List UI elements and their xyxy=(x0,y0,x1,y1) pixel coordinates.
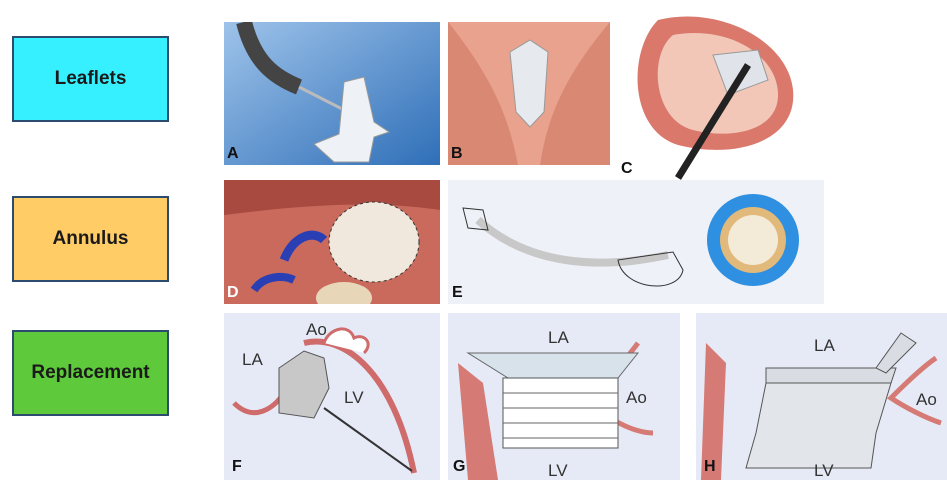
annulus-device-illustration xyxy=(448,180,824,304)
panel-e-image: E xyxy=(448,180,824,304)
transcatheter-replacement-diagram-g: LA Ao LV xyxy=(448,313,680,480)
panel-b-image: B xyxy=(448,22,610,165)
label-ao-g: Ao xyxy=(626,388,647,407)
panel-label-a: A xyxy=(227,145,239,163)
category-leaflets: Leaflets xyxy=(12,36,169,122)
panel-f-image: LA Ao LV F xyxy=(224,313,440,480)
transapical-device-illustration xyxy=(618,10,808,180)
transcatheter-replacement-diagram-f: LA Ao LV xyxy=(224,313,440,480)
panel-c-image: C xyxy=(618,10,808,180)
panel-label-f: F xyxy=(232,458,242,476)
label-ao-f: Ao xyxy=(306,320,327,339)
panel-g-image: LA Ao LV G xyxy=(448,313,680,480)
panel-label-b: B xyxy=(451,145,463,163)
panel-h-image: LA Ao LV H xyxy=(696,313,947,480)
category-replacement: Replacement xyxy=(12,330,169,416)
panel-label-d: D xyxy=(227,284,239,302)
panel-label-e: E xyxy=(452,284,463,302)
clip-device-illustration xyxy=(224,22,440,165)
panel-a-image: A xyxy=(224,22,440,165)
label-lv-g: LV xyxy=(548,461,568,480)
label-la-f: LA xyxy=(242,350,263,369)
panel-d-image: D xyxy=(224,180,440,304)
transcatheter-replacement-diagram-h: LA Ao LV xyxy=(696,313,947,480)
panel-label-c: C xyxy=(621,160,633,178)
label-lv-h: LV xyxy=(814,461,834,480)
label-la-h: LA xyxy=(814,336,835,355)
label-lv-f: LV xyxy=(344,388,364,407)
panel-label-g: G xyxy=(453,458,465,476)
label-ao-h: Ao xyxy=(916,390,937,409)
category-annulus: Annulus xyxy=(12,196,169,282)
leaflet-clip-illustration xyxy=(448,22,610,165)
panel-label-h: H xyxy=(704,458,716,476)
label-la-g: LA xyxy=(548,328,569,347)
annuloplasty-illustration xyxy=(224,180,440,304)
